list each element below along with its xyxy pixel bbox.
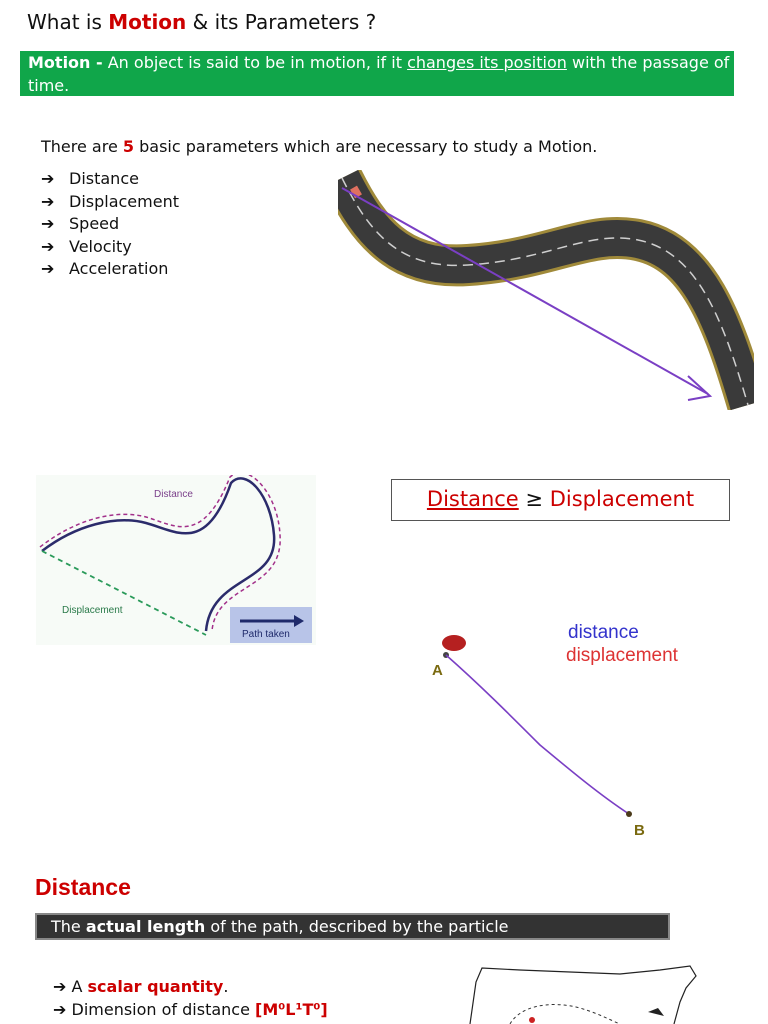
point-b-label: B [634, 822, 645, 839]
point-a-label: A [432, 662, 443, 679]
list-item: ➔ A scalar quantity. [53, 977, 229, 996]
arrow-icon: ➔ [41, 169, 55, 188]
list-item: ➔ Dimension of distance [M⁰L¹T⁰] [53, 1000, 328, 1019]
list-item: ➔Distance [41, 168, 179, 191]
legend-distance: distance [568, 622, 639, 643]
list-item: ➔Displacement [41, 191, 179, 214]
distance-label: Distance [154, 489, 193, 500]
parameters-list: ➔Distance ➔Displacement ➔Speed ➔Velocity… [41, 168, 179, 281]
motion-underlined: changes its position [407, 53, 567, 72]
a-b-figure: A B [432, 635, 645, 839]
car-icon [350, 185, 362, 199]
intro-number: 5 [122, 137, 135, 156]
arrow-icon: ➔ [53, 1000, 72, 1019]
airplane-icon [648, 1008, 664, 1016]
distance-displacement-figure: Distance Displacement Path taken [36, 475, 316, 645]
arrow-icon: ➔ [41, 259, 55, 278]
legend-displacement: displacement [566, 645, 678, 666]
usa-map-figure [469, 965, 697, 1024]
list-item: ➔Speed [41, 213, 179, 236]
distance-definition-bar: The actual length of the path, described… [35, 913, 670, 940]
arrow-icon: ➔ [41, 214, 55, 233]
path-taken-label: Path taken [242, 629, 290, 640]
motion-term: Motion - [28, 53, 103, 72]
arrow-icon: ➔ [53, 977, 72, 996]
list-item: ➔Acceleration [41, 258, 179, 281]
title-highlight: Motion [108, 10, 187, 34]
page-title: What is Motion & its Parameters ? [27, 10, 377, 34]
motion-definition-bar: Motion - An object is said to be in moti… [20, 51, 734, 96]
arrow-icon: ➔ [41, 236, 55, 256]
bug-icon [442, 635, 466, 651]
inequality-box: Distance ≥ Displacement [391, 479, 730, 521]
distance-heading: Distance [35, 874, 131, 900]
road-illustration [338, 170, 754, 410]
intro-text: There are 5 basic parameters which are n… [41, 137, 598, 156]
list-item: ➔Velocity [41, 236, 179, 259]
displacement-label: Displacement [62, 605, 123, 616]
arrow-icon: ➔ [41, 191, 55, 211]
